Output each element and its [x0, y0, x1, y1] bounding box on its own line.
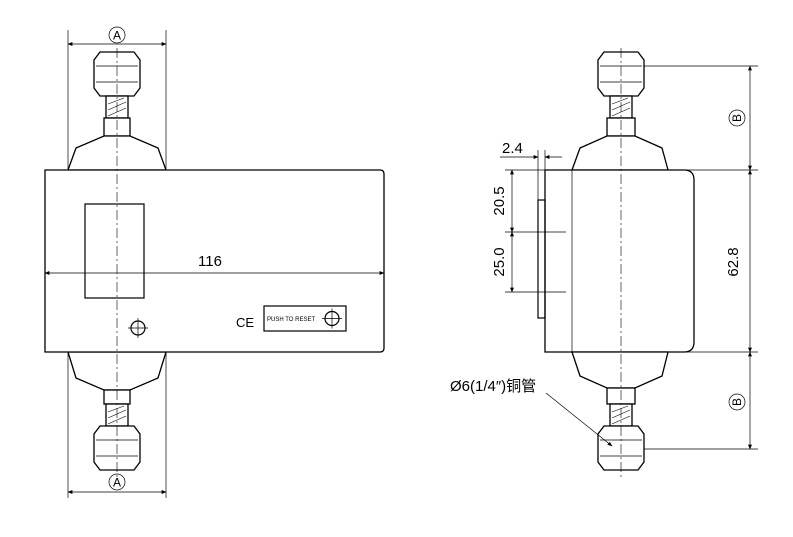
display-window: [84, 203, 145, 299]
label-b-upper-circle: [728, 109, 746, 127]
label-b-upper: B: [730, 114, 744, 122]
label-b-lower-circle: [728, 393, 746, 411]
label-a-top-circle: [108, 26, 126, 44]
label-b-lower: B: [730, 398, 744, 406]
tube-note: Ø6(1/4″)铜管: [450, 378, 536, 395]
side-housing: [544, 169, 695, 353]
side-bottom-fitting: [571, 351, 669, 471]
side-top-fitting: [571, 51, 669, 171]
reset-label-text: PUSH TO RESET: [267, 317, 315, 323]
dim-height-label: 62.8: [725, 247, 742, 276]
label-a-bottom-circle: [108, 473, 126, 491]
mounting-plate: [537, 199, 546, 319]
front-view: A A: [44, 26, 385, 498]
label-a-top: A: [113, 29, 121, 43]
ce-mark: CE: [236, 315, 254, 330]
side-view: B 62.8 B 2.4 20.5 25.0 Ø6(1/4″)铜管: [450, 48, 758, 478]
label-a-bottom: A: [113, 476, 121, 490]
dim-2-4-label: 2.4: [502, 140, 523, 157]
reset-label-box: [263, 305, 347, 332]
width-dimension-label: 116: [198, 253, 222, 270]
tube-note-leader: [545, 392, 613, 447]
dim-25-0-label: 25.0: [491, 247, 508, 276]
dim-20-5-label: 20.5: [491, 186, 508, 215]
